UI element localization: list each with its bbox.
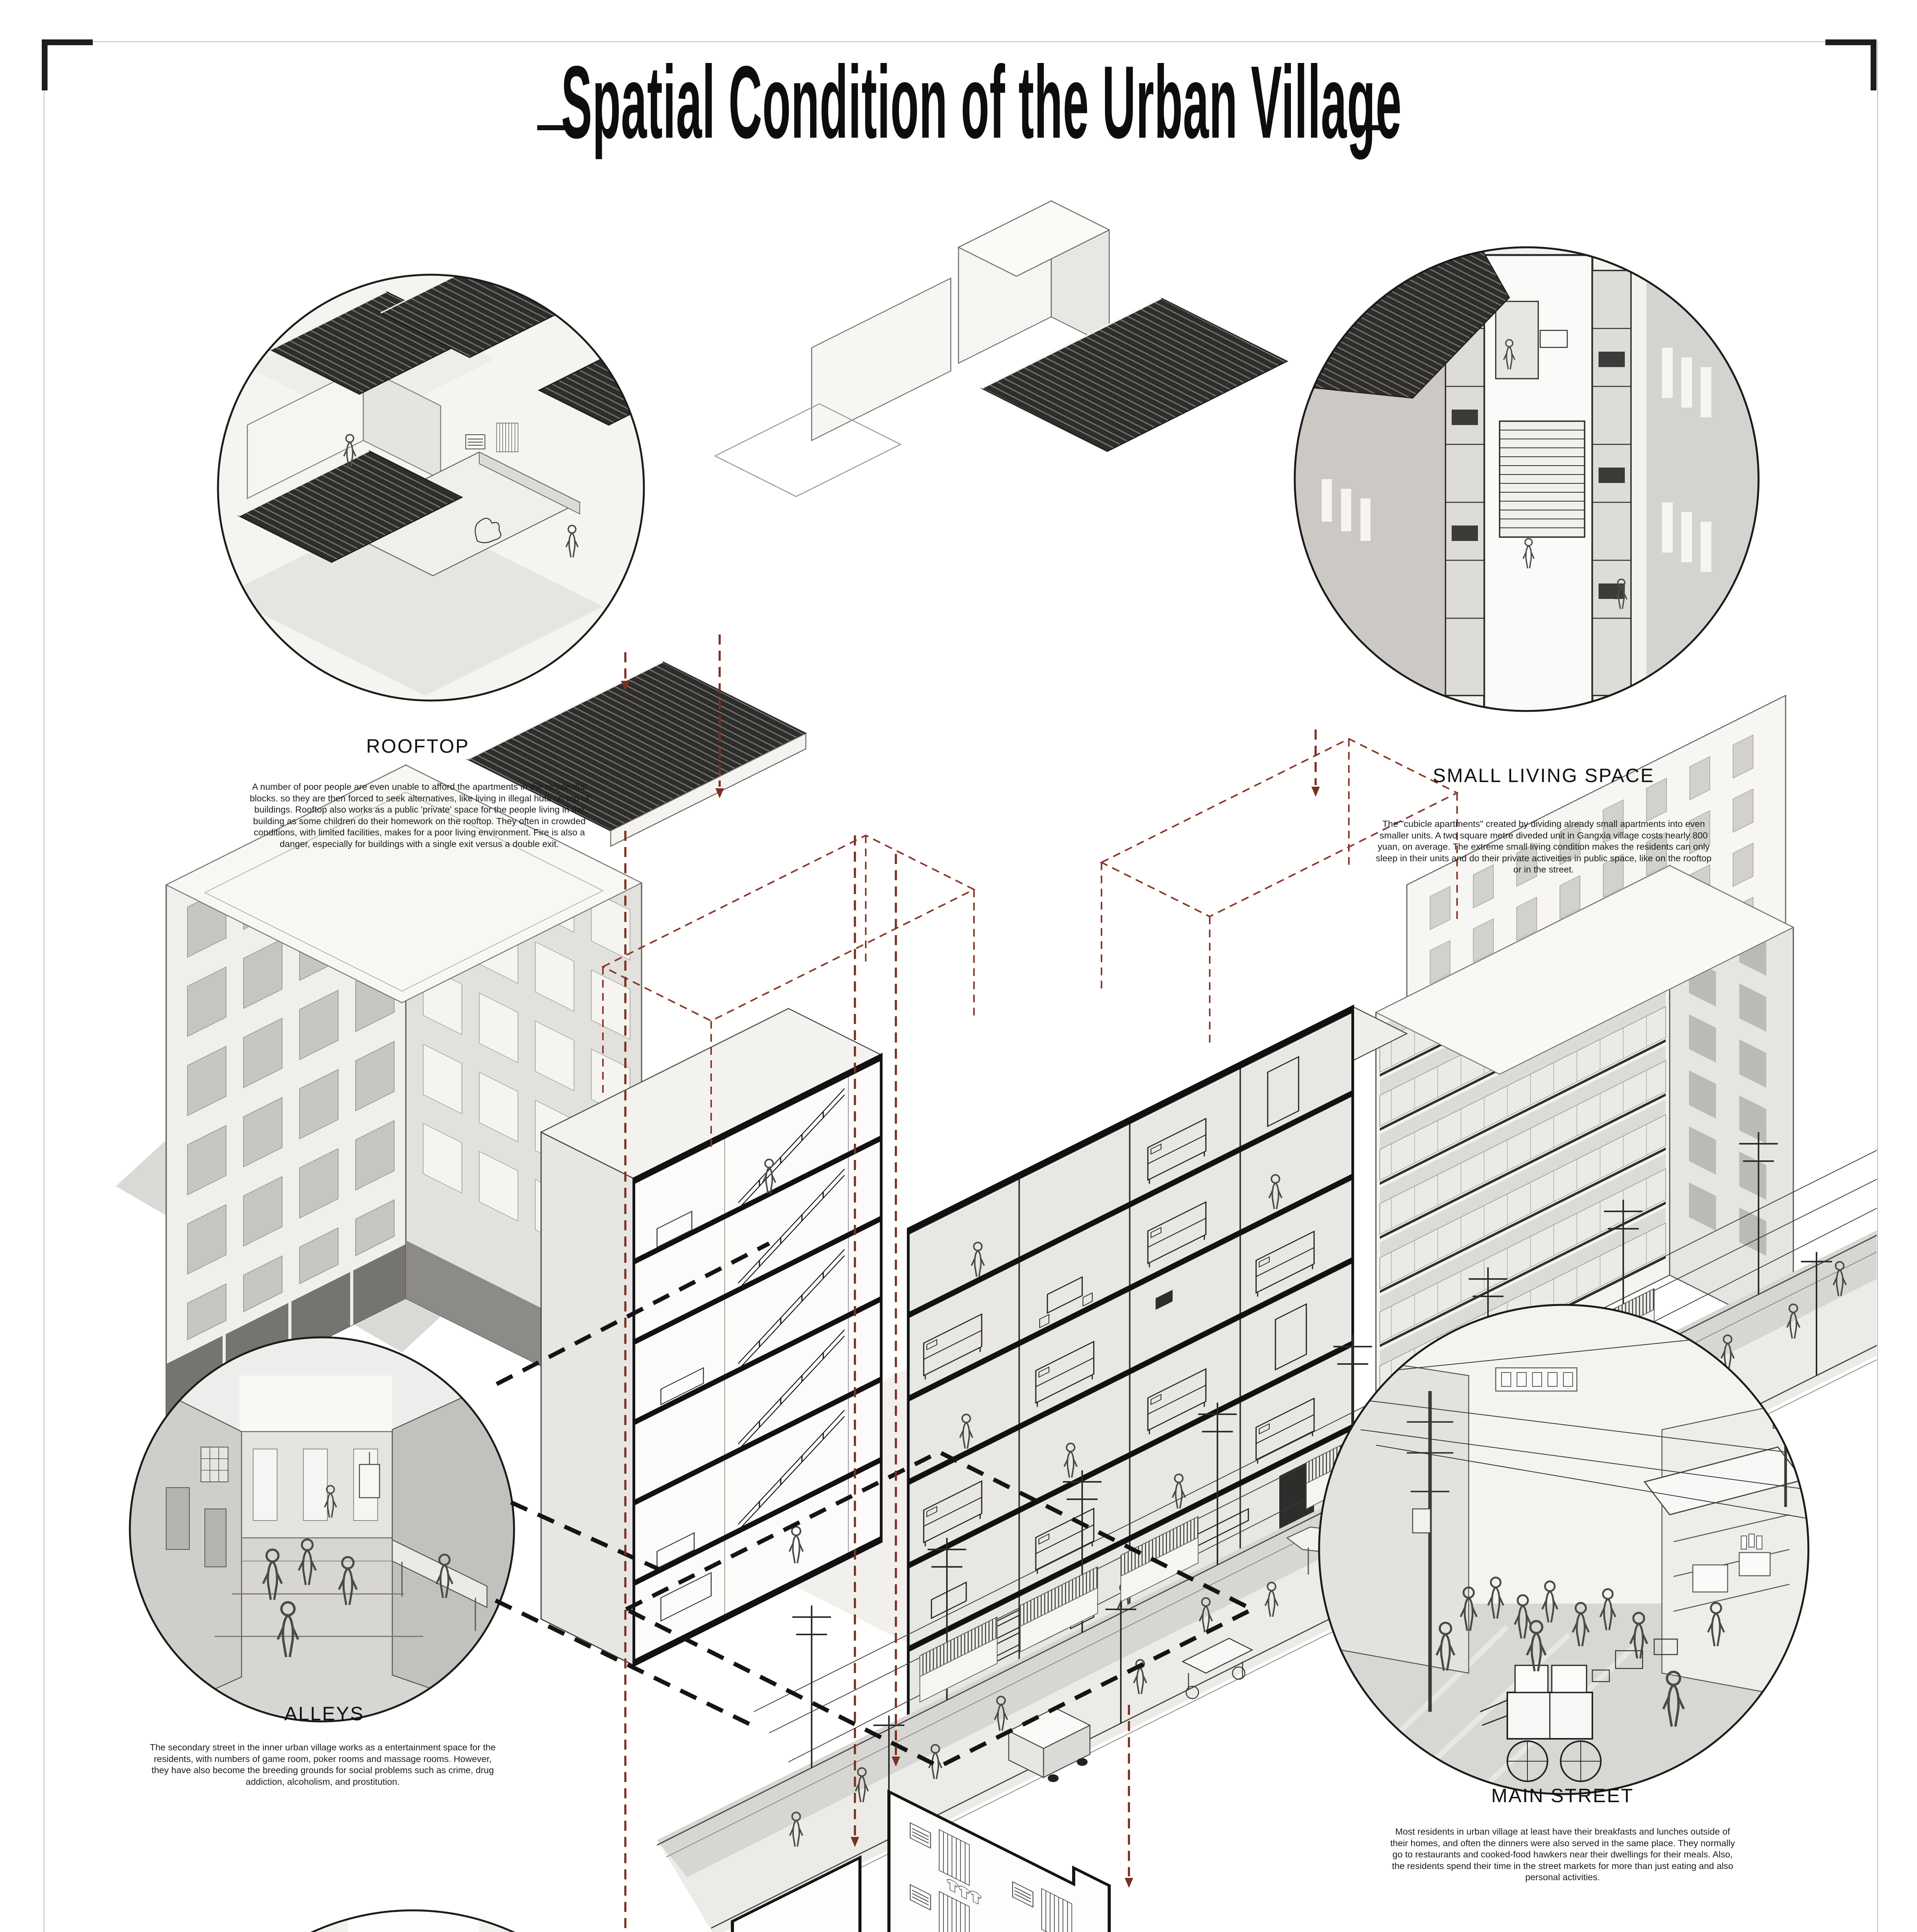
small-living-space-caption: The "cubicle apartments" created by divi… bbox=[1376, 819, 1712, 875]
main-street-detail-circle bbox=[1318, 1304, 1810, 1795]
alley-wall-right-panel bbox=[887, 1789, 1111, 1932]
alleys-caption: The secondary street in the inner urban … bbox=[150, 1742, 496, 1787]
street-cart bbox=[1182, 1638, 1253, 1699]
rooftop-caption: A number of poor people are even unable … bbox=[250, 782, 589, 849]
rooftop-label: ROOFTOP bbox=[366, 735, 470, 757]
street-van bbox=[1008, 1707, 1091, 1782]
alley-wall-left-panel bbox=[621, 1855, 861, 1932]
alleys-detail-circle bbox=[129, 1336, 515, 1723]
building-right-balconies bbox=[1375, 864, 1794, 1423]
main-street-caption: Most residents in urban village at least… bbox=[1390, 1827, 1735, 1883]
title-dash-right bbox=[1352, 125, 1381, 130]
corner-mark-top-right bbox=[1825, 39, 1876, 45]
small-living-space-detail-circle bbox=[1294, 246, 1760, 712]
page-frame bbox=[44, 41, 1878, 1932]
projection-dashed-lines bbox=[494, 634, 1459, 1932]
back-skyline-huts bbox=[714, 200, 1480, 497]
poster-title-row: Spatial Condition of the Urban Village bbox=[456, 44, 1461, 160]
rooftop-detail-circle bbox=[217, 274, 645, 702]
corner-mark-top-left-v bbox=[42, 39, 48, 90]
poster-title: Spatial Condition of the Urban Village bbox=[561, 44, 1402, 160]
corner-mark-top-right-v bbox=[1871, 39, 1876, 90]
alleys-label: ALLEYS bbox=[284, 1703, 364, 1725]
rooftop-corrugated-roof bbox=[466, 661, 807, 847]
between-buildings-detail-circle bbox=[310, 1909, 654, 1932]
corner-mark-top-left bbox=[42, 39, 93, 45]
small-living-space-label: SMALL LIVING SPACE bbox=[1433, 765, 1655, 786]
title-dash-left bbox=[537, 125, 566, 130]
main-street-label: MAIN STREET bbox=[1491, 1785, 1634, 1806]
big-cart bbox=[1480, 1665, 1602, 1782]
